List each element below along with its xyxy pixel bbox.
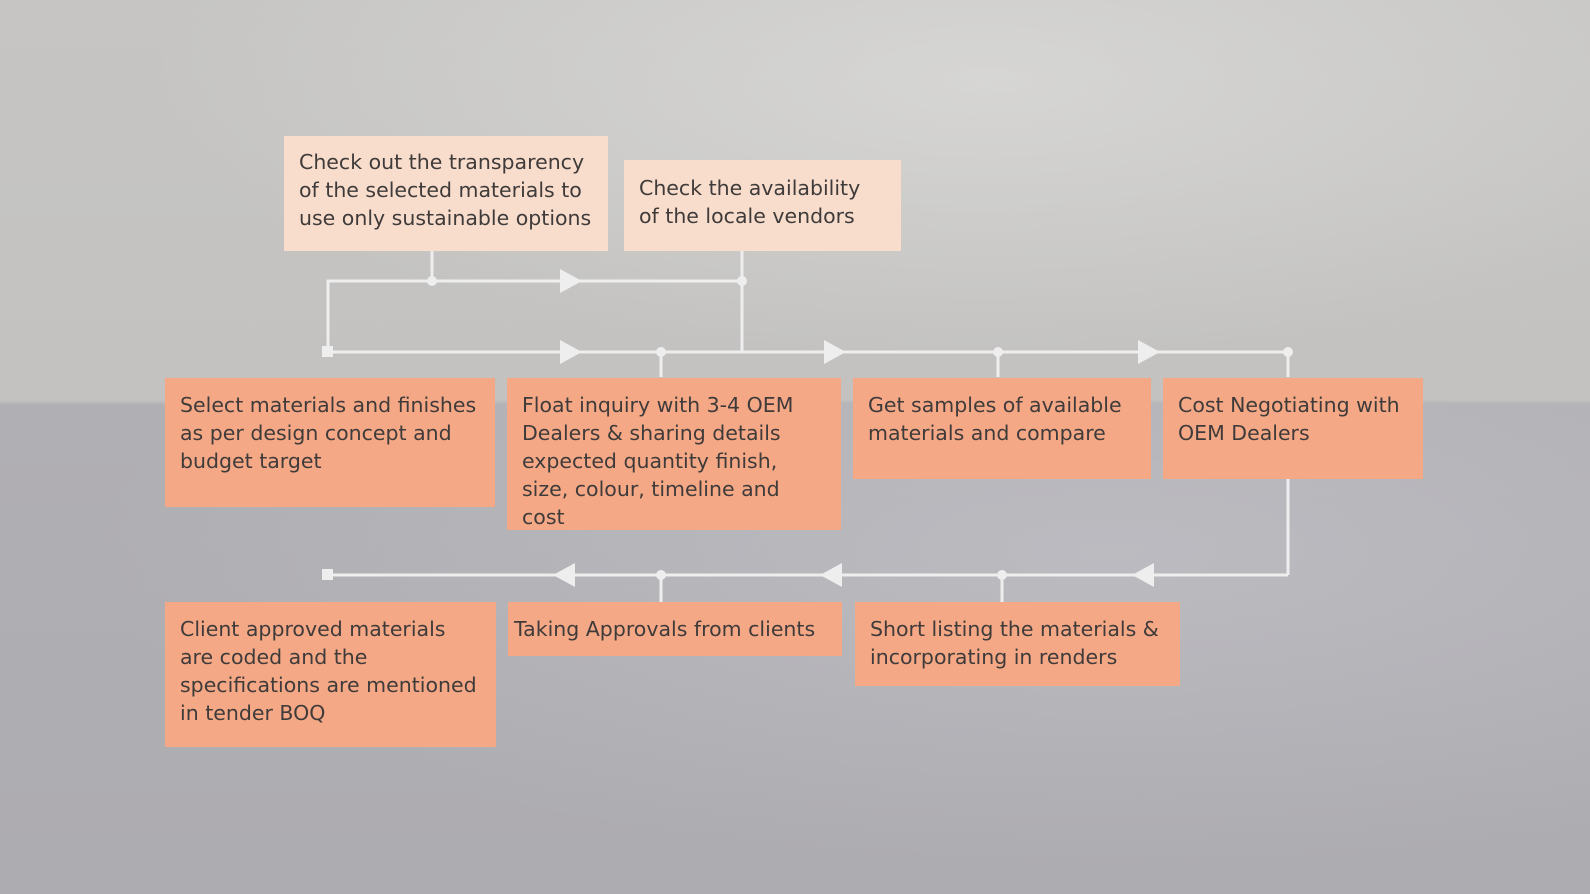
step-text: Taking Approvals from clients (514, 617, 816, 641)
step-check-transparency: Check out the transparency of the select… (284, 136, 608, 251)
arrow-left-3 (553, 563, 575, 587)
arrow-left-2 (820, 563, 842, 587)
junction-dot (427, 276, 437, 286)
junction-dot (737, 276, 747, 286)
step-float-inquiry: Float inquiry with 3-4 OEM Dealers & sha… (507, 378, 841, 530)
step-taking-approvals: Taking Approvals from clients (508, 602, 842, 656)
junction-dot (993, 347, 1003, 357)
top-loop-line (326, 279, 744, 352)
step-cost-negotiating: Cost Negotiating with OEM Dealers (1163, 378, 1423, 479)
arrow-left-1 (1132, 563, 1154, 587)
end-marker (322, 569, 333, 580)
arrow-right-top (560, 269, 582, 293)
arrow-right-2 (824, 340, 846, 364)
step-text: Select materials and finishes as per des… (180, 393, 477, 473)
step-select-materials: Select materials and finishes as per des… (165, 378, 495, 507)
arrow-right-3 (1138, 340, 1160, 364)
step-text: Float inquiry with 3-4 OEM Dealers & sha… (522, 393, 794, 529)
step-text: Check out the transparency of the select… (299, 150, 592, 230)
junction-dot (997, 570, 1007, 580)
step-text: Client approved materials are coded and … (180, 617, 477, 725)
step-short-listing: Short listing the materials & incorporat… (855, 602, 1180, 686)
start-marker (322, 346, 333, 357)
step-get-samples: Get samples of available materials and c… (853, 378, 1151, 479)
junction-dot (656, 347, 666, 357)
junction-dot (656, 570, 666, 580)
junction-dot (1283, 347, 1293, 357)
arrow-right-1 (560, 340, 582, 364)
step-client-approved-coded: Client approved materials are coded and … (165, 602, 496, 747)
step-text: Check the availability of the locale ven… (639, 176, 861, 228)
step-check-availability: Check the availability of the locale ven… (624, 160, 901, 251)
step-text: Short listing the materials & incorporat… (870, 617, 1159, 669)
step-text: Cost Negotiating with OEM Dealers (1178, 393, 1400, 445)
step-text: Get samples of available materials and c… (868, 393, 1122, 445)
